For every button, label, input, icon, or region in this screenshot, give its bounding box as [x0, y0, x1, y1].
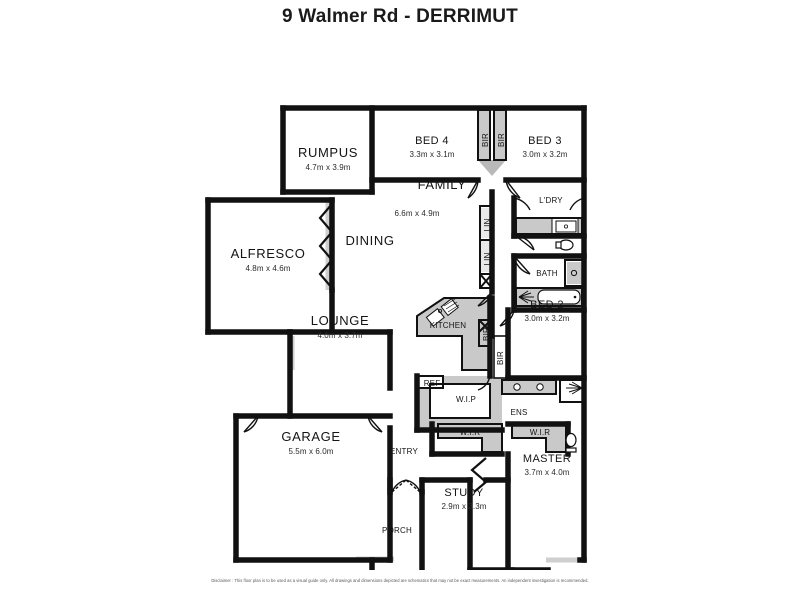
room-label-porch: PORCH [382, 526, 412, 535]
room-label-garage: GARAGE [281, 429, 340, 444]
sink-icon [425, 308, 445, 327]
ens-shower-icon [566, 381, 583, 395]
room-dim-alfresco: 4.8m x 4.6m [245, 264, 290, 273]
room-dim-bed4: 3.3m x 3.1m [409, 150, 454, 159]
interior-walls [416, 109, 585, 453]
double-vanity-icon [513, 383, 544, 391]
joinery-label-bir-bed4: BIR [481, 133, 490, 147]
vanity-icon [570, 269, 578, 277]
room-label-bed4: BED 4 [415, 135, 449, 147]
joinery-label-bir-kitchen-side: BIR [482, 327, 491, 341]
joinery-label-bir-bed3: BIR [497, 133, 506, 147]
floorplan-drawing: RUMPUS 4.7m x 3.9m BED 4 3.3m x 3.1m BED… [0, 40, 800, 570]
room-label-kitchen: KITCHEN [430, 321, 467, 330]
room-label-master: MASTER [523, 453, 571, 465]
room-label-entry: ENTRY [390, 447, 418, 456]
room-label-bath: BATH [536, 269, 558, 278]
toilet-icon [555, 239, 574, 251]
ens-toilet-icon [565, 432, 577, 453]
room-dim-family: 6.6m x 4.9m [394, 209, 439, 218]
page-title: 9 Walmer Rd - DERRIMUT [282, 6, 518, 27]
room-label-study: STUDY [444, 487, 484, 499]
room-label-ens: ENS [510, 408, 527, 417]
room-dim-garage: 5.5m x 6.0m [288, 447, 333, 456]
room-label-lounge: LOUNGE [311, 313, 370, 328]
room-dim-bed2: 3.0m x 3.2m [524, 314, 569, 323]
fixtures [425, 220, 583, 453]
room-dim-study: 2.9m x 3.3m [441, 502, 486, 511]
bathtub-icon [537, 289, 581, 305]
room-label-bed3: BED 3 [528, 135, 562, 147]
room-label-bed2: BED 2 [530, 299, 564, 311]
room-label-wir-right: W.I.R [530, 428, 551, 437]
room-label-family: FAMILY [418, 177, 467, 192]
room-label-ref: REF [424, 379, 441, 388]
room-label-dining: DINING [345, 233, 394, 248]
structural-walls [205, 105, 587, 570]
floorplan-canvas: RUMPUS 4.7m x 3.9m BED 4 3.3m x 3.1m BED… [0, 40, 800, 570]
concertina-doors [318, 203, 488, 493]
joinery-label-lin-upper: LIN [483, 218, 492, 231]
joinery-label-bir-bed2: BIR [496, 351, 505, 365]
room-dim-bed3: 3.0m x 3.2m [522, 150, 567, 159]
room-label-alfresco: ALFRESCO [231, 246, 306, 261]
room-dim-lounge: 4.0m x 3.7m [317, 331, 362, 340]
room-label-wir-left: W.I.R [460, 428, 481, 437]
cooktop-icon [440, 298, 460, 317]
room-dim-master: 3.7m x 4.0m [524, 468, 569, 477]
room-label-rumpus: RUMPUS [298, 145, 358, 160]
room-label-ldry: L'DRY [539, 196, 563, 205]
door-swings [243, 179, 585, 493]
disclaimer-text: Disclaimer : This floor plan is to be us… [211, 578, 589, 583]
room-dim-rumpus: 4.7m x 3.9m [305, 163, 350, 172]
laundry-trough-icon [555, 220, 577, 233]
room-label-wip: W.I.P [456, 395, 476, 404]
room-labels: RUMPUS 4.7m x 3.9m BED 4 3.3m x 3.1m BED… [231, 135, 571, 535]
plan-background [0, 40, 800, 570]
joinery-labels: BIR BIR LIN LIN BIR BIR [481, 133, 506, 365]
shower-icon [518, 290, 534, 304]
joinery-label-lin-lower: LIN [483, 252, 492, 265]
